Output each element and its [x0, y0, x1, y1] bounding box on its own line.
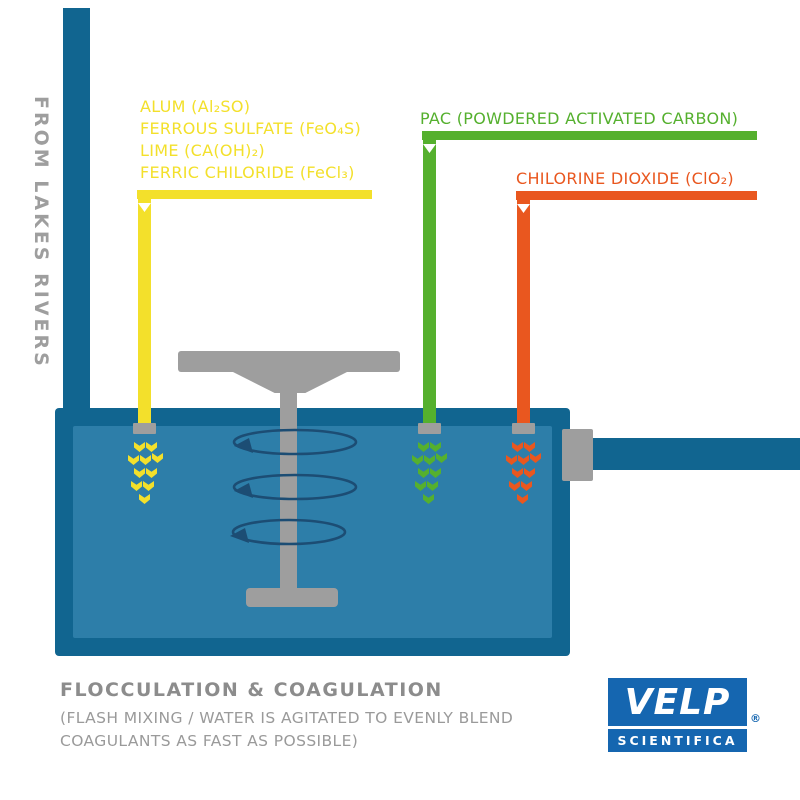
chlorine-pipe-notch-icon: [517, 204, 530, 213]
swirl-arrows-icon: [230, 428, 358, 546]
outlet-pipe: [592, 438, 800, 470]
caption-subtitle-line-2: COAGULANTS AS FAST AS POSSIBLE): [60, 732, 359, 750]
logo-brand: VELP: [624, 681, 731, 723]
drop-chevron-icon: [146, 468, 157, 478]
drop-chevron-icon: [530, 453, 541, 463]
drop-chevron-icon: [512, 468, 523, 478]
drop-chevron-icon: [139, 494, 150, 504]
drop-chevron-icon: [140, 455, 151, 465]
caption-title: FLOCCULATION & COAGULATION: [60, 679, 443, 701]
drop-chevron-icon: [524, 442, 535, 452]
drop-chevron-icon: [518, 455, 529, 465]
velp-logo: VELP SCIENTIFICA: [608, 678, 747, 752]
source-label: FROM LAKES RIVERS: [30, 96, 52, 369]
drop-chevron-icon: [427, 481, 438, 491]
drop-chevron-icon: [512, 442, 523, 452]
pac-pipe-notch-icon: [423, 144, 436, 153]
registered-trademark-icon: ®: [750, 712, 761, 725]
drop-chevron-icon: [134, 442, 145, 452]
mixer-shaft: [280, 372, 297, 594]
drop-chevron-icon: [517, 494, 528, 504]
swirl-arrowheads: [230, 438, 253, 543]
coagulant-label-lime: LIME (CA(OH)₂): [140, 141, 265, 160]
inlet-pipe: [63, 8, 90, 412]
drop-chevron-icon: [423, 494, 434, 504]
pac-label: PAC (POWDERED ACTIVATED CARBON): [420, 109, 739, 128]
drop-chevron-icon: [430, 442, 441, 452]
drop-chevron-icon: [128, 455, 139, 465]
coagulant-labels: ALUM (Al₂SO) FERROUS SULFATE (FeO₄S) LIM…: [140, 96, 361, 184]
drop-chevron-icon: [436, 453, 447, 463]
mixer-motor-bar: [178, 351, 400, 372]
drop-chevron-icon: [143, 481, 154, 491]
drop-chevron-icon: [418, 468, 429, 478]
mixer-impeller: [246, 588, 338, 607]
drop-chevron-icon: [134, 468, 145, 478]
drop-chevron-icon: [131, 481, 142, 491]
pac-pipe-vertical: [423, 131, 436, 429]
pac-nozzle: [418, 423, 441, 434]
drop-chevron-icon: [524, 468, 535, 478]
coagulant-pipe-vertical: [138, 190, 151, 429]
coagulant-label-ferric-chloride: FERRIC CHILORIDE (FeCl₃): [140, 163, 355, 182]
drop-chevron-icon: [152, 453, 163, 463]
drop-chevron-icon: [424, 455, 435, 465]
drop-chevron-icon: [506, 455, 517, 465]
outlet-fitting: [562, 429, 593, 481]
chlorine-pipe-vertical: [517, 191, 530, 429]
drop-chevron-icon: [509, 481, 520, 491]
drop-chevron-icon: [430, 468, 441, 478]
coagulant-pipe-horizontal: [137, 190, 372, 199]
caption-subtitle: (FLASH MIXING / WATER IS AGITATED TO EVE…: [60, 707, 513, 753]
logo-subtitle: SCIENTIFICA: [608, 726, 747, 752]
drop-chevron-icon: [412, 455, 423, 465]
coagulant-label-alum: ALUM (Al₂SO): [140, 97, 251, 116]
mixer-motor-hub: [231, 371, 349, 393]
caption-subtitle-line-1: (FLASH MIXING / WATER IS AGITATED TO EVE…: [60, 709, 514, 727]
coagulant-nozzle: [133, 423, 156, 434]
drop-chevron-icon: [415, 481, 426, 491]
drop-chevron-icon: [418, 442, 429, 452]
pac-pipe-horizontal: [422, 131, 757, 140]
coagulant-label-ferrous-sulfate: FERROUS SULFATE (FeO₄S): [140, 119, 362, 138]
chlorine-pipe-horizontal: [516, 191, 757, 200]
drop-chevron-icon: [521, 481, 532, 491]
drop-chevron-icon: [146, 442, 157, 452]
chlorine-nozzle: [512, 423, 535, 434]
chlorine-dioxide-label: CHILORINE DIOXIDE (ClO₂): [516, 169, 734, 188]
coagulant-pipe-notch-icon: [138, 203, 151, 212]
swirl-ellipses: [231, 428, 358, 546]
